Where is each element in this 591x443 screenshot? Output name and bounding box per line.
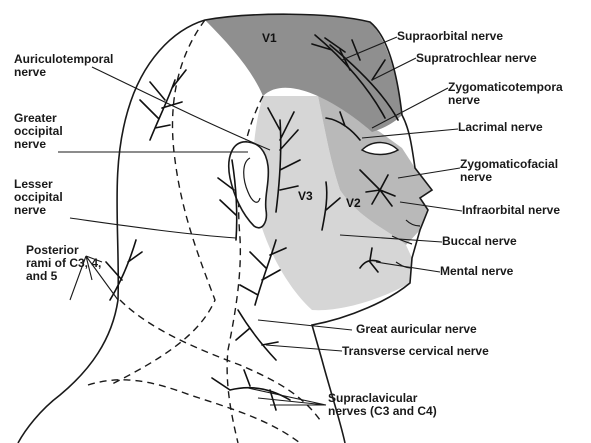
boundary-line <box>120 300 320 420</box>
label-auriculotemporal-nerve: Auriculotemporal nerve <box>14 53 113 79</box>
region-label-v2: V2 <box>346 196 361 210</box>
label-supratrochlear-nerve: Supratrochlear nerve <box>416 52 537 65</box>
label-great-auricular-nerve: Great auricular nerve <box>356 323 477 336</box>
label-supraorbital-nerve: Supraorbital nerve <box>397 30 503 43</box>
label-supraclavicular-nerves: Supraclavicular nerves (C3 and C4) <box>328 392 437 418</box>
label-greater-occipital-nerve: Greater occipital nerve <box>14 112 63 151</box>
shoulder-outline <box>18 300 118 443</box>
label-lesser-occipital-nerve: Lesser occipital nerve <box>14 178 63 217</box>
label-zygomaticofacial-nerve: Zygomaticofacial nerve <box>460 158 558 184</box>
region-label-v1: V1 <box>262 31 277 45</box>
label-transverse-cervical-nerve: Transverse cervical nerve <box>342 345 489 358</box>
label-mental-nerve: Mental nerve <box>440 265 513 278</box>
region-label-v3: V3 <box>298 189 313 203</box>
label-posterior-rami: Posterior rami of C3, 4, and 5 <box>26 244 101 283</box>
label-zygomaticotemporal-nerve: Zygomaticotempora nerve <box>448 81 563 107</box>
label-buccal-nerve: Buccal nerve <box>442 235 517 248</box>
label-infraorbital-nerve: Infraorbital nerve <box>462 204 560 217</box>
label-lacrimal-nerve: Lacrimal nerve <box>458 121 543 134</box>
boundary-line <box>88 380 300 443</box>
